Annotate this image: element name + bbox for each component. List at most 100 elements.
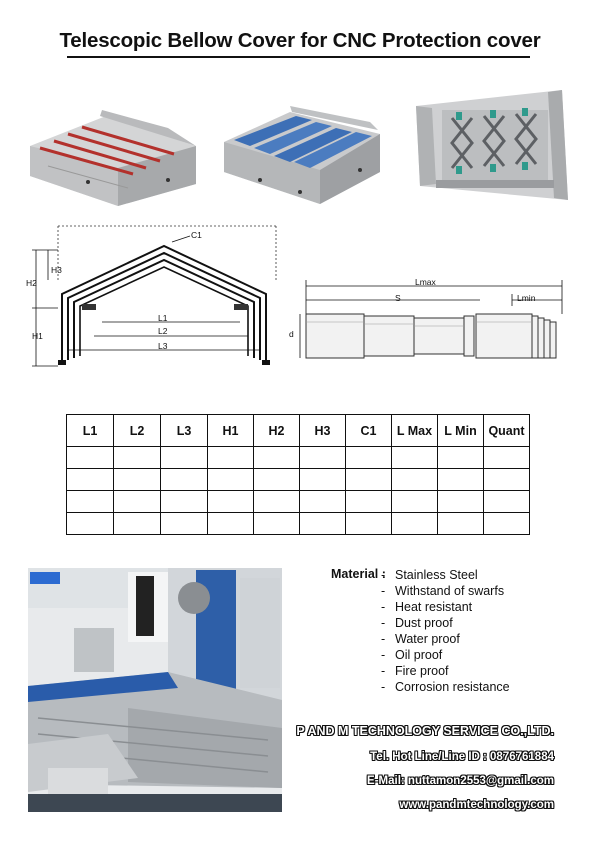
bullet-dash: - (381, 600, 386, 614)
table-cell (207, 490, 254, 513)
label-h3: H3 (51, 265, 62, 275)
col-header-quant: Quant (483, 414, 530, 447)
material-item: -Withstand of swarfs (381, 583, 510, 599)
table-cell (299, 512, 346, 535)
table-cell (391, 468, 438, 491)
table-header-row: L1 L2 L3 H1 H2 H3 C1 L Max L Min Quant (66, 414, 530, 447)
table-cell (437, 468, 484, 491)
material-item: -Water proof (381, 631, 510, 647)
material-item: -Dust proof (381, 615, 510, 631)
label-lmin: Lmin (517, 293, 536, 303)
table-cell (437, 490, 484, 513)
table-cell (66, 446, 114, 469)
col-header-l1: L1 (66, 414, 114, 447)
material-item-label: Fire proof (395, 664, 449, 678)
label-h2: H2 (26, 278, 37, 288)
material-list: -Stainless Steel-Withstand of swarfs-Hea… (381, 567, 510, 695)
table-cell (345, 490, 392, 513)
table-cell (113, 446, 161, 469)
col-header-h2: H2 (253, 414, 300, 447)
table-cell (66, 468, 114, 491)
table-row (66, 446, 530, 469)
table-cell (437, 512, 484, 535)
table-cell (160, 490, 208, 513)
bullet-dash: - (381, 664, 386, 678)
company-name: P AND M TECHNOLOGY SERVICE CO.,LTD. (296, 724, 554, 738)
col-header-c1: C1 (345, 414, 392, 447)
table-cell (207, 446, 254, 469)
table-cell (345, 512, 392, 535)
table-cell (253, 468, 300, 491)
table-cell (391, 512, 438, 535)
page-title: Telescopic Bellow Cover for CNC Protecti… (59, 29, 541, 52)
table-cell (160, 446, 208, 469)
bullet-dash: - (381, 632, 386, 646)
material-item: -Stainless Steel (381, 567, 510, 583)
table-cell (160, 468, 208, 491)
bullet-dash: - (381, 568, 386, 582)
table-cell (113, 512, 161, 535)
table-cell (483, 512, 530, 535)
label-l2: L2 (158, 326, 168, 336)
table-cell (113, 468, 161, 491)
table-cell (66, 512, 114, 535)
table-cell (253, 490, 300, 513)
table-cell (391, 490, 438, 513)
table-cell (299, 490, 346, 513)
material-item-label: Withstand of swarfs (395, 584, 505, 598)
bullet-dash: - (381, 680, 386, 694)
table-cell (160, 512, 208, 535)
side-view-diagram (299, 280, 563, 359)
material-item-label: Oil proof (395, 648, 443, 662)
table-cell (345, 468, 392, 491)
email-text: E-Mail: nuttamon2553@gmail.com (367, 775, 554, 787)
material-item: -Oil proof (381, 647, 510, 663)
table-cell (345, 446, 392, 469)
material-item: -Corrosion resistance (381, 679, 510, 695)
label-h1: H1 (32, 331, 43, 341)
machine-installation-photo (28, 568, 282, 812)
col-header-l2: L2 (113, 414, 161, 447)
table-row (66, 490, 530, 513)
label-l3: L3 (158, 341, 168, 351)
material-item: -Fire proof (381, 663, 510, 679)
label-l1: L1 (158, 313, 168, 323)
label-s: S (395, 293, 401, 303)
table-cell (483, 468, 530, 491)
material-item: -Heat resistant (381, 599, 510, 615)
title-underline (67, 56, 530, 58)
bullet-dash: - (381, 648, 386, 662)
table-cell (437, 446, 484, 469)
table-cell (299, 446, 346, 469)
material-item-label: Corrosion resistance (395, 680, 510, 694)
spec-table: L1 L2 L3 H1 H2 H3 C1 L Max L Min Quant (66, 414, 530, 535)
label-c1: C1 (191, 230, 202, 240)
product-photo-blue-covers (224, 106, 380, 204)
table-cell (483, 490, 530, 513)
table-cell (253, 446, 300, 469)
table-cell (253, 512, 300, 535)
label-lmax: Lmax (415, 277, 436, 287)
table-cell (207, 512, 254, 535)
bullet-dash: - (381, 584, 386, 598)
table-cell (299, 468, 346, 491)
col-header-lmin: L Min (437, 414, 484, 447)
material-item-label: Stainless Steel (395, 568, 478, 582)
col-header-lmax: L Max (391, 414, 438, 447)
table-cell (391, 446, 438, 469)
col-header-l3: L3 (160, 414, 208, 447)
cross-section-diagram (32, 225, 277, 367)
bullet-dash: - (381, 616, 386, 630)
table-cell (66, 490, 114, 513)
website-text: www.pandmtechnology.com (399, 799, 554, 811)
col-header-h3: H3 (299, 414, 346, 447)
col-header-h1: H1 (207, 414, 254, 447)
product-photo-red-seals (30, 110, 196, 206)
table-cell (483, 446, 530, 469)
hotline-text: Tel. Hot Line/Line ID : 0876761884 (370, 751, 554, 763)
product-photo-scissor-underside (416, 90, 568, 200)
table-cell (207, 468, 254, 491)
material-item-label: Water proof (395, 632, 460, 646)
label-d: d (289, 329, 294, 339)
table-row (66, 468, 530, 491)
